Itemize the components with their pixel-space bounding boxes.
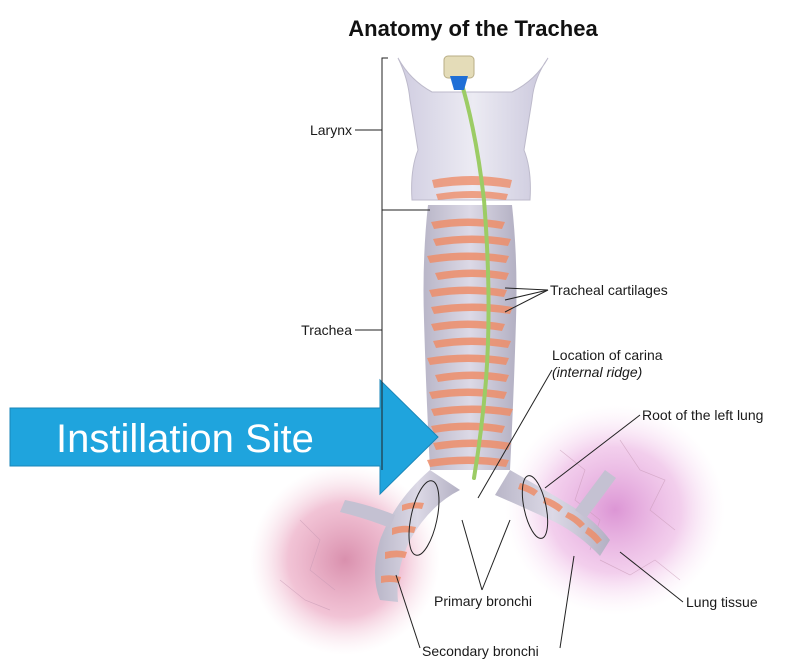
instillation-site-label: Instillation Site (56, 417, 314, 461)
catheter-tip-connector (450, 76, 468, 90)
catheter-hub (444, 56, 474, 78)
diagram-title: Anatomy of the Trachea (348, 16, 598, 41)
label-carina-line2: (internal ridge) (552, 364, 642, 380)
primary-bronchi-leader-left (462, 520, 482, 590)
label-carina-line1: Location of carina (552, 347, 663, 363)
label-root-left-lung: Root of the left lung (642, 407, 763, 423)
label-secondary-bronchi: Secondary bronchi (422, 643, 539, 659)
label-tracheal-cartilages: Tracheal cartilages (550, 282, 668, 298)
primary-bronchi-leader-right (482, 520, 510, 590)
label-larynx: Larynx (310, 122, 352, 138)
label-lung-tissue: Lung tissue (686, 594, 758, 610)
label-trachea: Trachea (301, 322, 352, 338)
tracheal-rings (427, 219, 513, 468)
label-primary-bronchi: Primary bronchi (434, 593, 532, 609)
